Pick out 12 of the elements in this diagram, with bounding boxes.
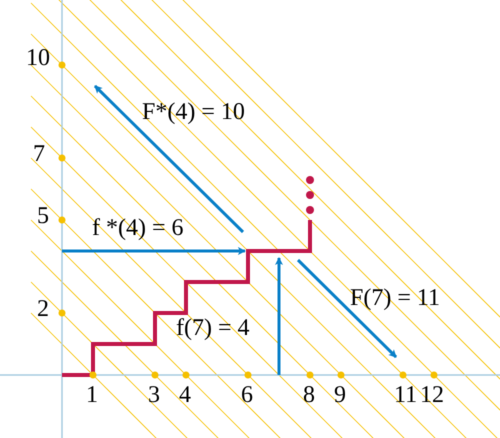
y-tick-label: 7 — [33, 142, 45, 166]
x-tick-label: 9 — [334, 383, 346, 407]
x-tick-label: 1 — [86, 383, 98, 407]
x-tick-label: 6 — [241, 383, 253, 407]
y-tick-label: 5 — [37, 204, 49, 228]
x-tick-label: 8 — [303, 383, 315, 407]
y-tick-label: 10 — [26, 46, 50, 70]
x-tick-label: 12 — [420, 383, 444, 407]
y-tick-label: 2 — [37, 297, 49, 321]
x-tick-label: 4 — [179, 383, 191, 407]
x-tick-label: 11 — [394, 383, 418, 407]
x-tick-label: 3 — [148, 383, 160, 407]
